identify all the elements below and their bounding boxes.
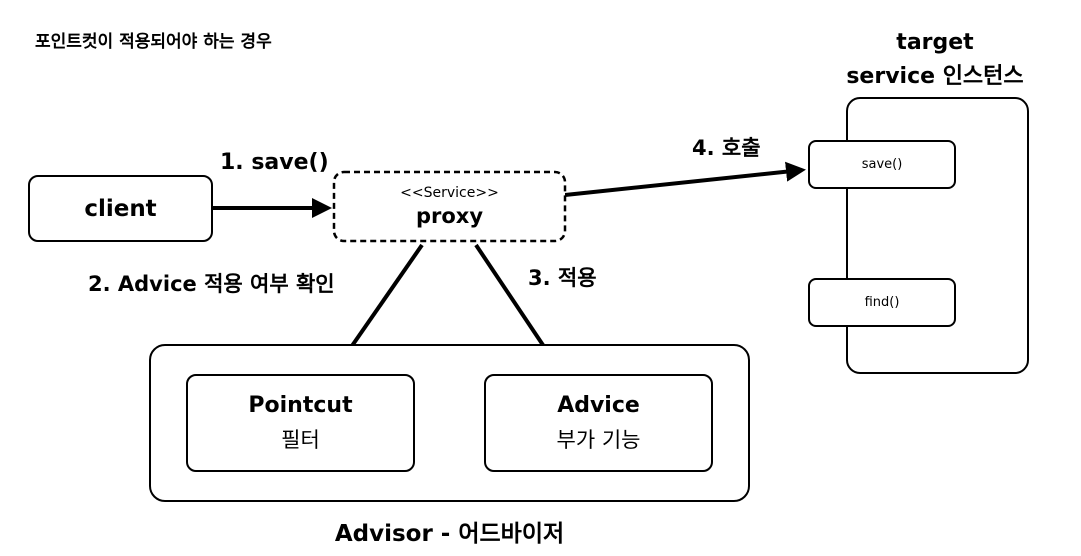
page-heading: 포인트컷이 적용되어야 하는 경우: [35, 32, 272, 52]
advisor-caption: Advisor - 어드바이저: [334, 521, 565, 547]
advice-desc: 부가 기능: [556, 427, 641, 452]
method-save-label: save(): [861, 157, 903, 172]
step3-label: 3. 적용: [528, 266, 597, 290]
step1-label: 1. save(): [220, 150, 329, 175]
pointcut-name: Pointcut: [248, 392, 353, 418]
step4-label: 4. 호출: [692, 136, 761, 160]
target-title: target service 인스턴스: [820, 26, 1050, 94]
proxy-label: proxy: [415, 204, 484, 228]
advice-name: Advice: [557, 392, 640, 418]
target-title-line1: target: [896, 30, 974, 55]
pointcut-desc: 필터: [281, 427, 320, 452]
proxy-stereotype: <<Service>>: [400, 185, 499, 201]
method-find-box: find(): [808, 278, 956, 327]
advice-box: Advice 부가 기능: [484, 374, 713, 472]
proxy-box: <<Service>> proxy: [334, 172, 565, 241]
client-box: client: [28, 175, 213, 242]
method-find-label: find(): [864, 295, 900, 310]
proxy-box-outline: [332, 170, 567, 243]
pointcut-box: Pointcut 필터: [186, 374, 415, 472]
arrow-invoke: [564, 161, 806, 197]
target-service-box: [846, 97, 1029, 374]
method-save-box: save(): [808, 140, 956, 189]
client-label: client: [84, 195, 157, 222]
target-title-line2: service 인스턴스: [846, 64, 1024, 89]
step2-label: 2. Advice 적용 여부 확인: [88, 272, 335, 296]
